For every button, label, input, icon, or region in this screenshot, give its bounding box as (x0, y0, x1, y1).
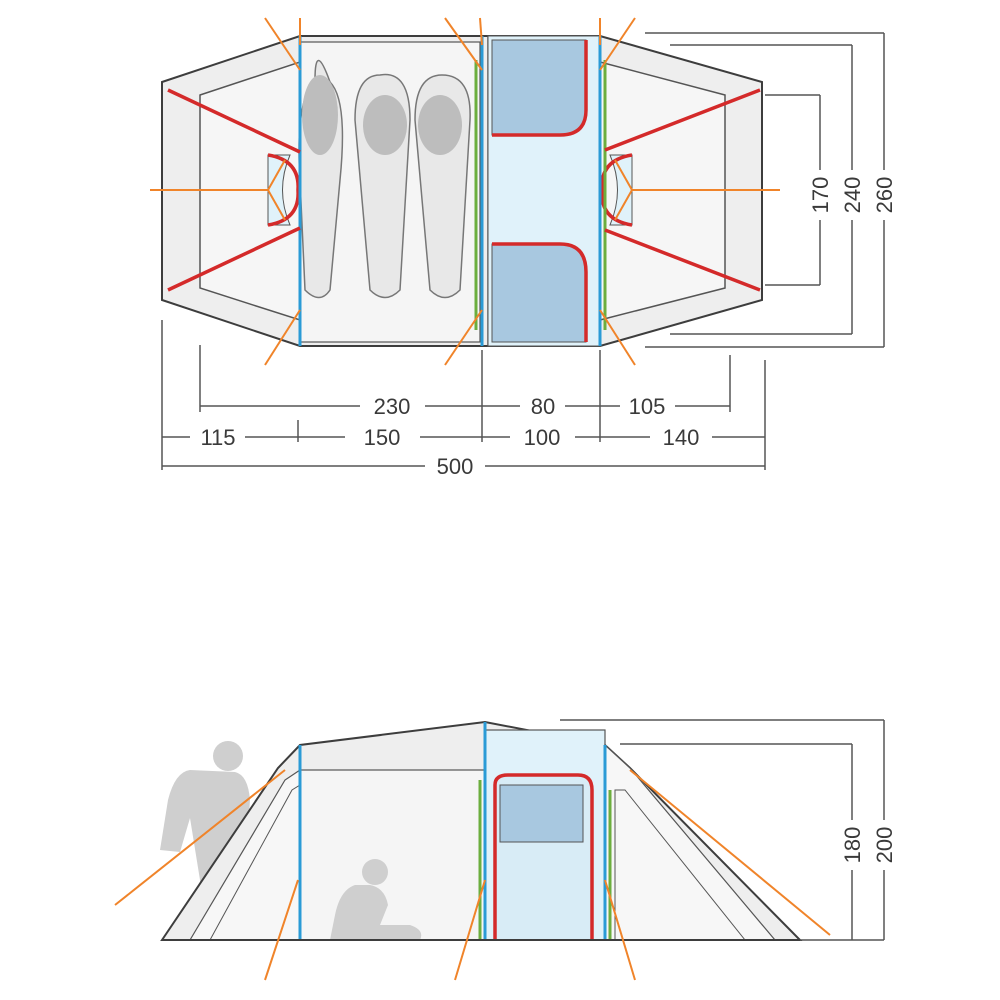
top-red-pole-2 (167, 226, 301, 292)
top-view: 230 80 105 115 150 100 140 500 170 240 2… (150, 17, 897, 479)
sleeping-bag-3-hood (418, 95, 462, 155)
dim-label-115: 115 (200, 425, 235, 450)
top-window-upper (491, 39, 587, 136)
dim-label-180: 180 (840, 827, 865, 864)
dim-label-200: 200 (872, 827, 897, 864)
sleeping-bag-1-hood (302, 75, 338, 155)
dim-label-105: 105 (629, 394, 666, 419)
top-vent-left-arch (267, 153, 300, 227)
top-red-pole-3 (604, 88, 761, 152)
side-dimension-lines (560, 719, 885, 941)
side-door-arch (493, 773, 594, 940)
dim-label-230: 230 (374, 394, 411, 419)
sleeping-bag-2-hood (363, 95, 407, 155)
dim-label-80: 80 (531, 394, 555, 419)
dim-label-500: 500 (437, 454, 474, 479)
top-door-arch-lower (492, 242, 588, 342)
top-guy-lines (150, 17, 780, 366)
dim-label-260: 260 (872, 177, 897, 214)
standing-person-silhouette (160, 741, 250, 940)
dim-label-140: 140 (663, 425, 700, 450)
dim-label-170: 170 (808, 177, 833, 214)
top-vent-left (267, 154, 291, 226)
dim-label-150: 150 (364, 425, 401, 450)
top-door-arch-upper (492, 40, 588, 137)
dim-label-100: 100 (524, 425, 561, 450)
dim-label-240: 240 (840, 177, 865, 214)
top-dimension-lines (161, 32, 885, 470)
side-view: 180 200 (114, 719, 897, 981)
top-vent-right-arch (600, 153, 633, 227)
side-guy-lines (114, 769, 831, 981)
top-window-lower (491, 243, 587, 343)
side-vestibule-right (604, 743, 777, 941)
side-inner-room (299, 769, 486, 941)
sitting-person-silhouette (330, 859, 422, 940)
top-red-pole-4 (604, 228, 761, 292)
top-red-pole-1 (167, 88, 301, 154)
side-door-window (499, 784, 584, 843)
top-vent-right (609, 154, 633, 226)
